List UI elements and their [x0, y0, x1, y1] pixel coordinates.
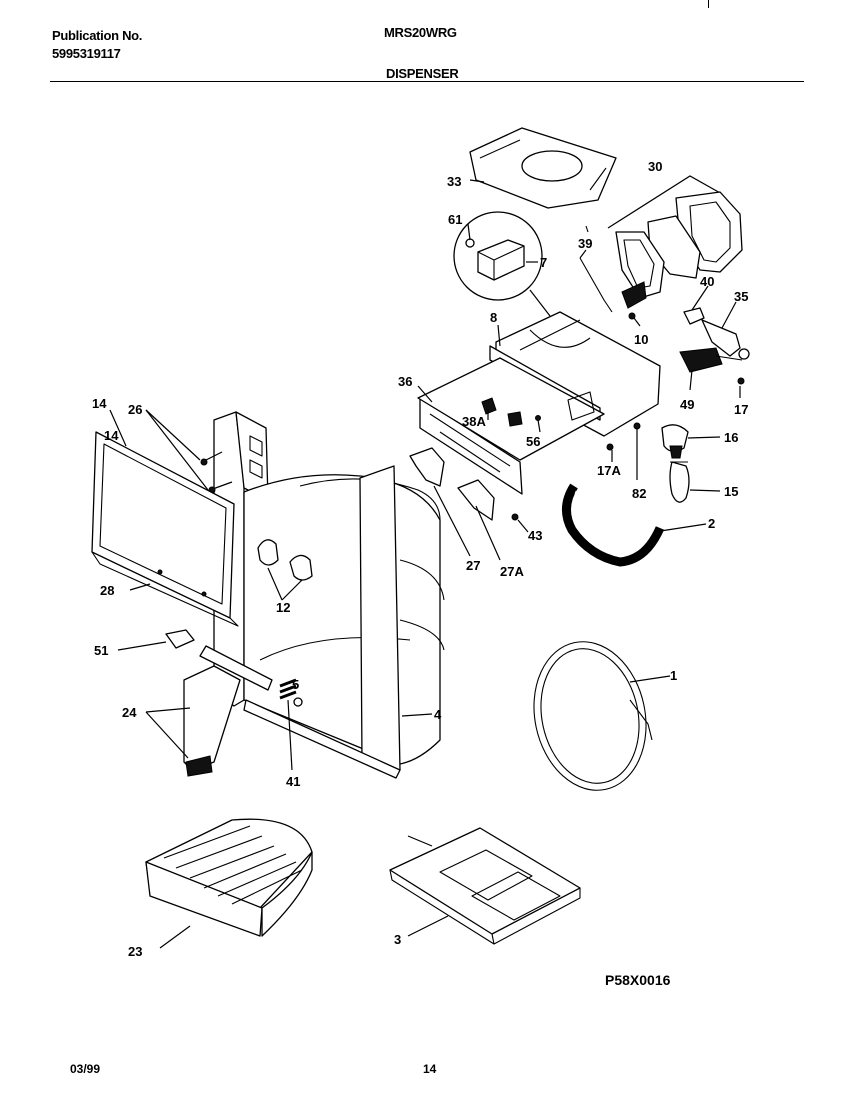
label-part-82: 82 [632, 486, 646, 501]
label-part-41: 41 [286, 774, 300, 789]
part-26-12-screws-holders [200, 451, 313, 581]
part-16-15-lamp [661, 424, 690, 503]
part-7-61-switch-detail [453, 211, 551, 317]
label-part-30: 30 [648, 159, 662, 174]
label-part-10: 10 [634, 332, 648, 347]
label-part-28: 28 [100, 583, 114, 598]
label-part-14-top: 14 [92, 396, 107, 411]
label-part-39: 39 [578, 236, 592, 251]
label-part-8: 8 [490, 310, 497, 325]
part-8-36-dispenser-housing [417, 311, 661, 495]
header-rule [50, 81, 804, 82]
part-labels: 33 30 61 39 7 40 35 8 10 36 49 17 14 26 … [92, 159, 748, 959]
label-part-36: 36 [398, 374, 412, 389]
label-part-12: 12 [276, 600, 290, 615]
label-part-40: 40 [700, 274, 714, 289]
label-part-2: 2 [708, 516, 715, 531]
part-24-51-41-lever-spring [165, 629, 303, 777]
part-14-28-front-panel [91, 431, 239, 627]
label-part-26: 26 [128, 402, 142, 417]
corner-tick [708, 0, 709, 8]
label-part-24: 24 [122, 705, 137, 720]
label-part-61: 61 [448, 212, 462, 227]
publication-label: Publication No. [52, 28, 143, 43]
label-part-15: 15 [724, 484, 738, 499]
model-number: MRS20WRG [384, 25, 457, 40]
part-23-drip-tray [145, 818, 313, 937]
label-part-17: 17 [734, 402, 748, 417]
label-part-16: 16 [724, 430, 738, 445]
label-part-56: 56 [526, 434, 540, 449]
label-part-23: 23 [128, 944, 142, 959]
label-part-51: 51 [94, 643, 108, 658]
part-2-wire-harness [562, 483, 665, 567]
label-part-4: 4 [434, 707, 442, 722]
footer-page-number: 14 [423, 1062, 437, 1076]
footer-date: 03/99 [70, 1062, 101, 1076]
part-4-dispenser-cabinet [213, 411, 445, 779]
label-part-27a: 27A [500, 564, 524, 579]
label-part-7: 7 [540, 255, 547, 270]
label-part-43: 43 [528, 528, 542, 543]
label-part-27: 27 [466, 558, 480, 573]
part-1-water-tube [533, 641, 653, 791]
publication-number: 5995319117 [52, 46, 121, 61]
label-part-35: 35 [734, 289, 748, 304]
part-33-cover-plate [469, 127, 617, 209]
part-3-heater-plate [389, 827, 581, 945]
label-part-1: 1 [670, 668, 677, 683]
label-part-49: 49 [680, 397, 694, 412]
label-part-3: 3 [394, 932, 401, 947]
part-40-35-actuator-switch [679, 307, 750, 385]
section-title: DISPENSER [386, 66, 459, 81]
part-27-27a-brackets [409, 447, 519, 521]
label-part-5: 5 [292, 677, 299, 692]
leader-lines [109, 179, 741, 949]
label-part-17a: 17A [597, 463, 621, 478]
label-part-38a: 38A [462, 414, 486, 429]
label-part-14-panel: 14 [104, 428, 119, 443]
label-part-33: 33 [447, 174, 461, 189]
part-30-chute-door-assembly [579, 175, 743, 320]
figure-code: P58X0016 [605, 972, 671, 988]
